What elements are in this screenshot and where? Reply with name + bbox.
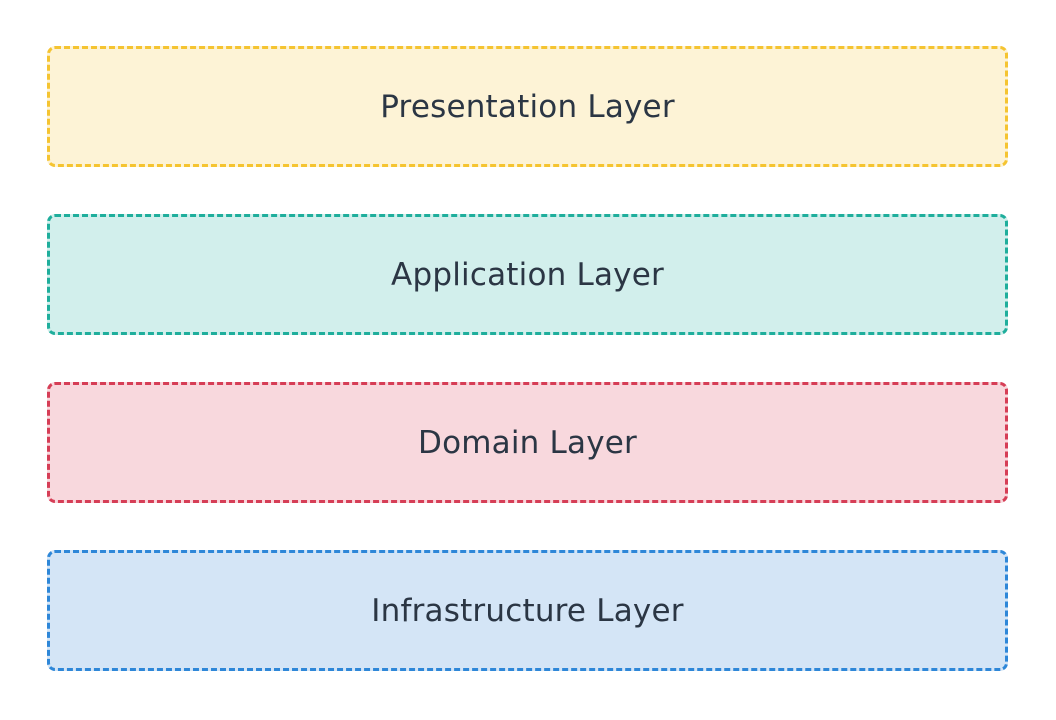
application-layer-box: Application Layer [47,214,1008,335]
domain-layer-label: Domain Layer [418,424,637,461]
infrastructure-layer-label: Infrastructure Layer [371,592,684,629]
presentation-layer-label: Presentation Layer [380,88,675,125]
domain-layer-box: Domain Layer [47,382,1008,503]
infrastructure-layer-box: Infrastructure Layer [47,550,1008,671]
presentation-layer-box: Presentation Layer [47,46,1008,167]
application-layer-label: Application Layer [391,256,664,293]
